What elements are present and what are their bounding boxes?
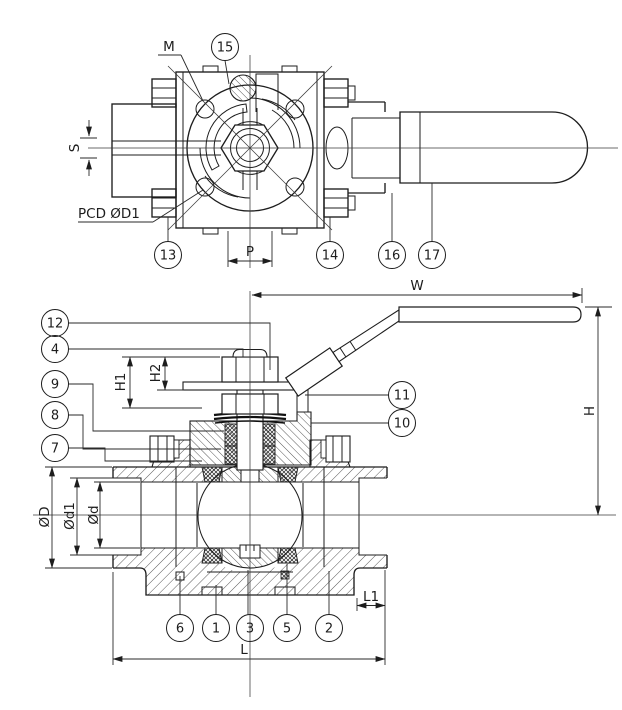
top-view: S M PCD ØD1 P 15 13 — [67, 33, 618, 269]
handle-grip-top-view — [399, 111, 589, 184]
svg-text:11: 11 — [394, 389, 411, 404]
handle-grip-section — [398, 306, 582, 323]
callout-2: 2 — [315, 571, 343, 642]
handle-bar — [332, 308, 400, 363]
callout-7: 7 — [41, 434, 202, 462]
dim-label-pcd: PCD ØD1 — [78, 206, 140, 222]
callout-9: 9 — [41, 370, 224, 432]
body-bolt-bottom-left — [151, 188, 177, 218]
svg-text:13: 13 — [160, 249, 177, 264]
dim-label-m: M — [163, 39, 175, 55]
dim-label-od: ØD — [37, 506, 53, 527]
top-view-pipe-end-left — [111, 103, 177, 198]
dim-label-od1: Ød1 — [62, 502, 78, 530]
callout-13: 13 — [154, 217, 182, 269]
svg-text:9: 9 — [51, 378, 59, 393]
dim-l: L — [112, 570, 386, 665]
callout-8: 8 — [41, 401, 221, 450]
stop-plate-wing — [205, 103, 248, 171]
section-view: W H H1 H2 ØD — [33, 278, 616, 697]
svg-text:3: 3 — [246, 622, 254, 637]
dim-m: M — [158, 39, 204, 102]
top-view-handle — [325, 101, 589, 194]
body-bolt-top-right — [323, 78, 356, 108]
callout-14: 14 — [316, 217, 344, 269]
callout-15: 15 — [211, 33, 239, 85]
dim-label-l1: L1 — [363, 589, 379, 605]
callout-1: 1 — [202, 585, 230, 642]
callout-17: 17 — [418, 183, 446, 269]
body-bolt-top-left — [151, 78, 177, 108]
dim-label-h1: H1 — [113, 373, 129, 392]
svg-text:1: 1 — [212, 622, 220, 637]
callout-16: 16 — [378, 193, 406, 269]
dim-od: ØD — [37, 466, 112, 569]
dim-h2: H2 — [148, 356, 184, 391]
handle-sleeve — [284, 347, 344, 397]
mounting-hole — [285, 177, 305, 197]
mounting-hole — [195, 177, 215, 197]
dim-h: H — [582, 306, 612, 516]
svg-text:10: 10 — [394, 417, 411, 432]
callout-12: 12 — [41, 309, 271, 370]
dim-odd: Ød — [86, 481, 140, 549]
dim-label-s: S — [67, 144, 83, 153]
dim-s: S — [67, 120, 97, 176]
svg-text:16: 16 — [384, 249, 401, 264]
section-handle — [284, 306, 582, 397]
dim-w: W — [251, 278, 583, 303]
pad-bolt-right — [320, 435, 351, 463]
svg-text:15: 15 — [217, 41, 234, 56]
svg-text:5: 5 — [283, 622, 291, 637]
valve-seats — [201, 466, 299, 564]
dim-p: P — [227, 231, 273, 267]
callout-10: 10 — [311, 409, 416, 437]
callout-11: 11 — [305, 381, 416, 409]
dim-h1: H1 — [113, 356, 220, 409]
dim-label-p: P — [246, 244, 254, 260]
dim-label-odd: Ød — [86, 505, 102, 524]
callout-4: 4 — [41, 335, 244, 363]
callout-6: 6 — [166, 576, 194, 642]
svg-text:14: 14 — [322, 249, 339, 264]
body-bolt-bottom-right — [323, 188, 356, 218]
dim-label-h2: H2 — [148, 364, 164, 383]
dim-label-w: W — [410, 278, 423, 294]
callout-3: 3 — [236, 570, 264, 642]
dim-pcd: PCD ØD1 — [78, 189, 204, 223]
mounting-hole — [285, 99, 305, 119]
svg-text:2: 2 — [325, 622, 333, 637]
svg-text:7: 7 — [51, 442, 59, 457]
svg-text:4: 4 — [51, 343, 59, 358]
dim-l1: L1 — [356, 589, 386, 611]
bottom-seal — [280, 570, 290, 580]
svg-text:17: 17 — [424, 249, 441, 264]
handle-lock-plate — [182, 381, 303, 391]
stop-pin — [229, 74, 257, 102]
mounting-hole — [195, 99, 215, 119]
svg-text:6: 6 — [176, 622, 184, 637]
dim-label-h: H — [582, 406, 598, 416]
dim-label-l: L — [240, 642, 248, 658]
dim-od1: Ød1 — [62, 477, 113, 556]
svg-text:12: 12 — [47, 317, 64, 332]
callout-5: 5 — [273, 564, 301, 642]
svg-text:8: 8 — [51, 409, 59, 424]
